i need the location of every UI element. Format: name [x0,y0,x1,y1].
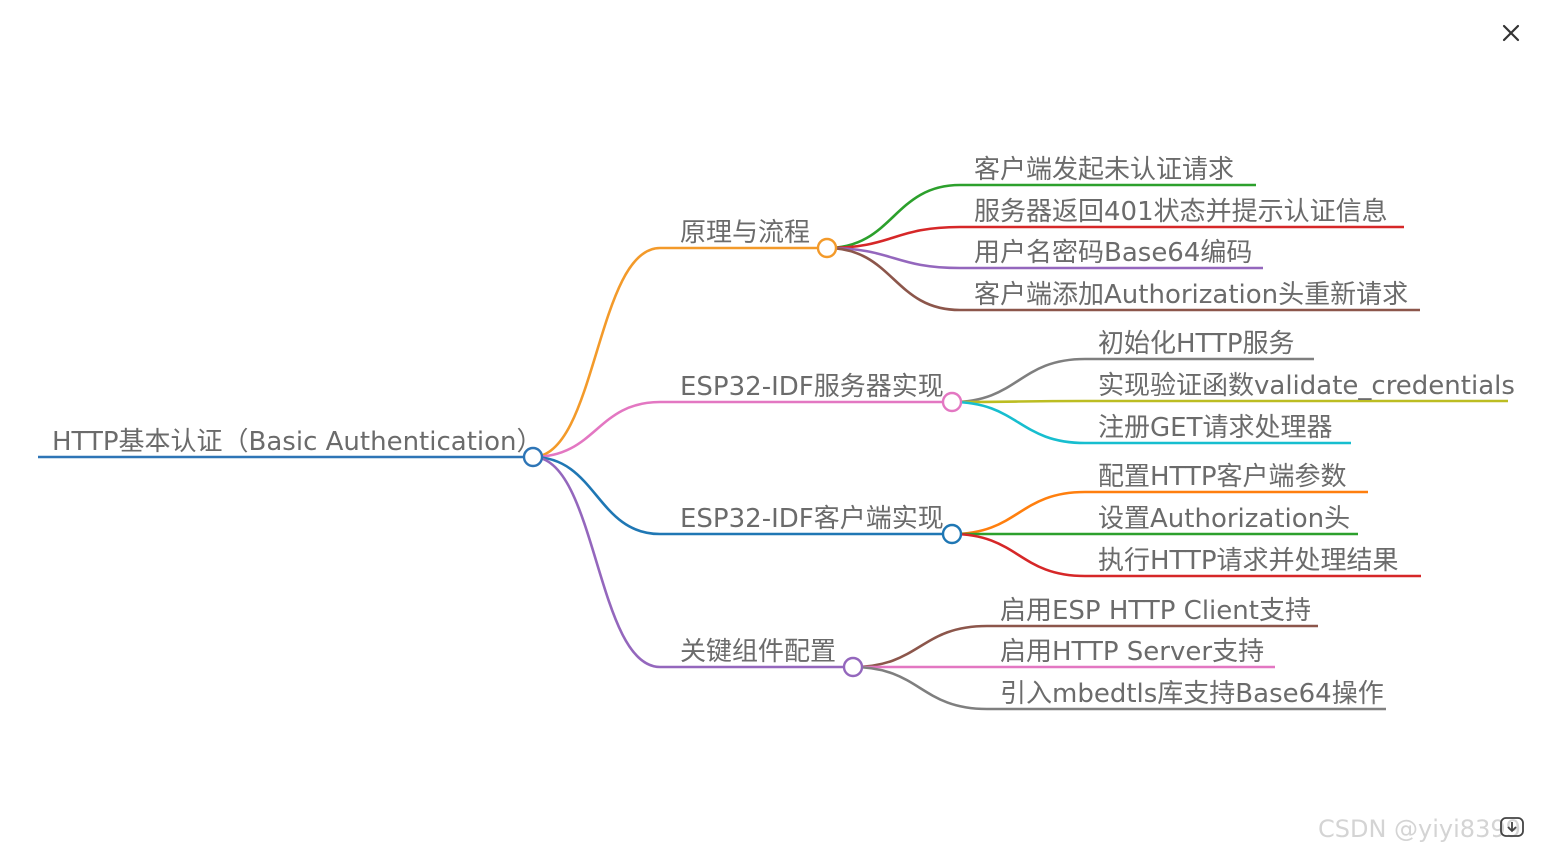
leaf-edge-0-1 [826,225,961,250]
leaf-label-1-0: 初始化HTTP服务 [1098,329,1295,359]
branch-edge-3 [532,455,661,669]
leaf-edge-3-0 [852,624,988,669]
leaf-label-1-1: 实现验证函数validate_credentials [1098,371,1515,401]
branch-label-1: ESP32-IDF服务器实现 [680,372,944,402]
leaf-label-3-1: 启用HTTP Server支持 [1000,637,1264,667]
leaf-edge-0-3 [826,246,961,312]
leaf-edge-3-2 [852,665,988,711]
leaf-edge-1-2 [951,400,1086,445]
download-button[interactable] [1499,816,1525,840]
branch-toggle-2[interactable] [941,523,963,545]
close-icon [1502,24,1520,42]
branch-label-0: 原理与流程 [680,218,810,248]
leaf-edge-1-0 [951,357,1086,404]
branch-toggle-1[interactable] [941,391,963,413]
leaf-label-3-2: 引入mbedtls库支持Base64操作 [1000,679,1384,709]
leaf-label-0-0: 客户端发起未认证请求 [974,155,1234,185]
mindmap-edges [38,183,1508,711]
leaf-label-2-2: 执行HTTP请求并处理结果 [1098,546,1399,576]
watermark: CSDN @yiyi8399 [1318,815,1521,843]
download-icon [1500,817,1524,837]
branch-label-2: ESP32-IDF客户端实现 [680,504,944,534]
leaf-label-2-0: 配置HTTP客户端参数 [1098,462,1347,492]
branch-edge-1 [532,400,661,459]
branch-toggle-3[interactable] [842,656,864,678]
leaf-edge-2-0 [951,490,1086,536]
leaf-label-0-1: 服务器返回401状态并提示认证信息 [974,197,1388,227]
leaf-label-1-2: 注册GET请求处理器 [1098,413,1332,443]
leaf-label-3-0: 启用ESP HTTP Client支持 [1000,596,1311,626]
leaf-edge-2-2 [951,532,1086,578]
branch-toggle-0[interactable] [816,237,838,259]
branch-label-3: 关键组件配置 [680,637,836,667]
branch-edge-0 [532,246,661,459]
leaf-edge-0-2 [826,246,961,270]
mindmap-nodes: HTTP基本认证（Basic Authentication） 原理与流程 客户端发起… [52,155,1515,709]
branch-edge-2 [532,455,661,536]
leaf-edge-0-0 [826,183,961,250]
close-button[interactable] [1494,16,1528,50]
root-toggle[interactable] [522,446,544,468]
root-node-label: HTTP基本认证（Basic Authentication） [52,427,543,457]
leaf-label-2-1: 设置Authorization头 [1098,504,1350,534]
leaf-label-0-3: 客户端添加Authorization头重新请求 [974,280,1408,310]
leaf-edge-1-1 [951,399,1086,404]
leaf-label-0-2: 用户名密码Base64编码 [974,238,1252,268]
